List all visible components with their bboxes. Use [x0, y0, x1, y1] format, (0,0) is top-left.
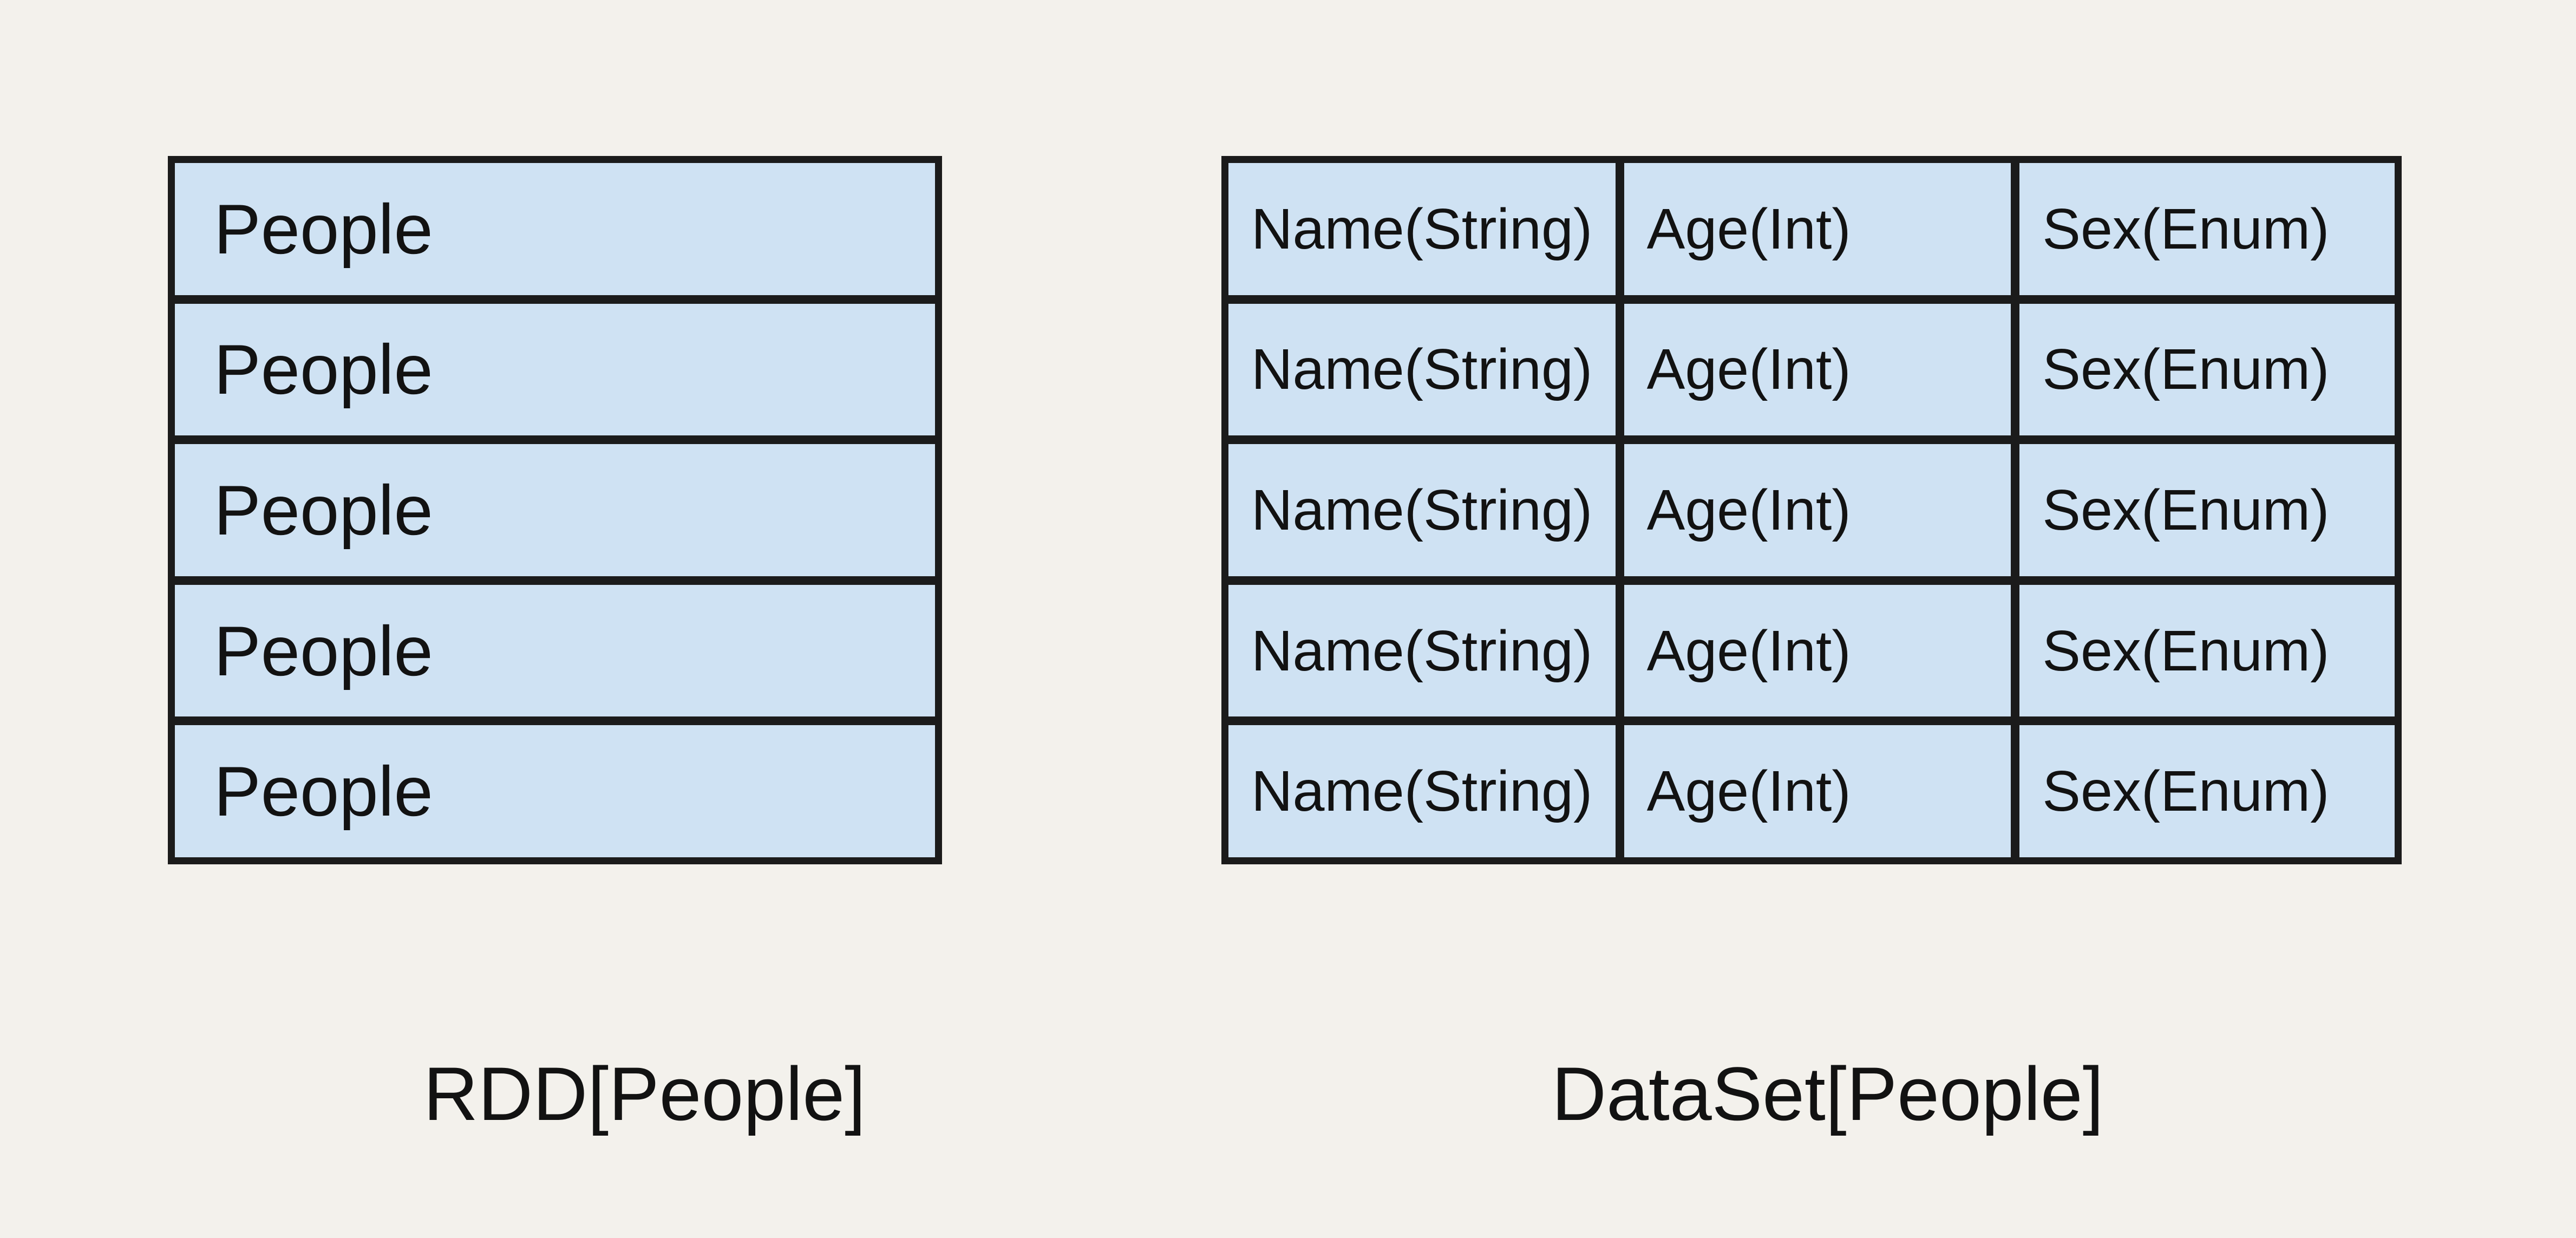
dataset-table: Name(String) Age(Int) Sex(Enum) Name(Str…: [1221, 156, 2402, 864]
dataset-cell-sex: Sex(Enum): [2015, 299, 2399, 440]
rdd-caption: RDD[People]: [423, 1051, 866, 1136]
rdd-row: People: [171, 580, 939, 721]
dataset-cell-name: Name(String): [1224, 721, 1620, 862]
dataset-cell-name: Name(String): [1224, 299, 1620, 440]
dataset-cell-name: Name(String): [1224, 580, 1620, 721]
dataset-cell-sex: Sex(Enum): [2015, 580, 2399, 721]
rdd-row: People: [171, 299, 939, 440]
dataset-cell-age: Age(Int): [1619, 721, 2016, 862]
dataset-cell-age: Age(Int): [1619, 159, 2016, 299]
rdd-row: People: [171, 721, 939, 862]
rdd-table: People People People People People: [168, 156, 942, 864]
rdd-row: People: [171, 159, 939, 299]
dataset-cell-age: Age(Int): [1619, 440, 2016, 581]
dataset-cell-sex: Sex(Enum): [2015, 721, 2399, 862]
dataset-cell-sex: Sex(Enum): [2015, 159, 2399, 299]
dataset-cell-sex: Sex(Enum): [2015, 440, 2399, 581]
rdd-row: People: [171, 440, 939, 581]
dataset-caption: DataSet[People]: [1552, 1051, 2104, 1136]
dataset-cell-age: Age(Int): [1619, 299, 2016, 440]
dataset-cell-name: Name(String): [1224, 159, 1620, 299]
dataset-cell-name: Name(String): [1224, 440, 1620, 581]
dataset-cell-age: Age(Int): [1619, 580, 2016, 721]
